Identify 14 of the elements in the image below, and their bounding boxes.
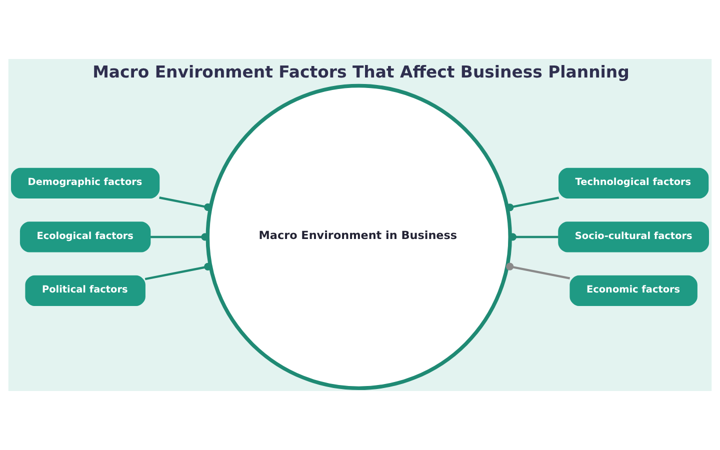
node-box: Ecological factors <box>20 222 151 252</box>
node-circle: Macro Environment in Business <box>206 84 512 390</box>
node-box: Technological factors <box>558 168 709 198</box>
connector <box>506 262 570 280</box>
connector <box>144 262 212 280</box>
node-box: Socio-cultural factors <box>558 222 709 252</box>
node-box: Political factors <box>25 275 146 306</box>
connector <box>508 233 558 241</box>
node-box: Demographic factors <box>11 168 160 198</box>
diagram-title: Macro Environment Factors That Affect Business Planning <box>92 62 630 82</box>
connector <box>150 233 209 241</box>
connector <box>159 196 212 212</box>
node-box: Economic factors <box>570 275 698 306</box>
connector <box>506 196 560 212</box>
